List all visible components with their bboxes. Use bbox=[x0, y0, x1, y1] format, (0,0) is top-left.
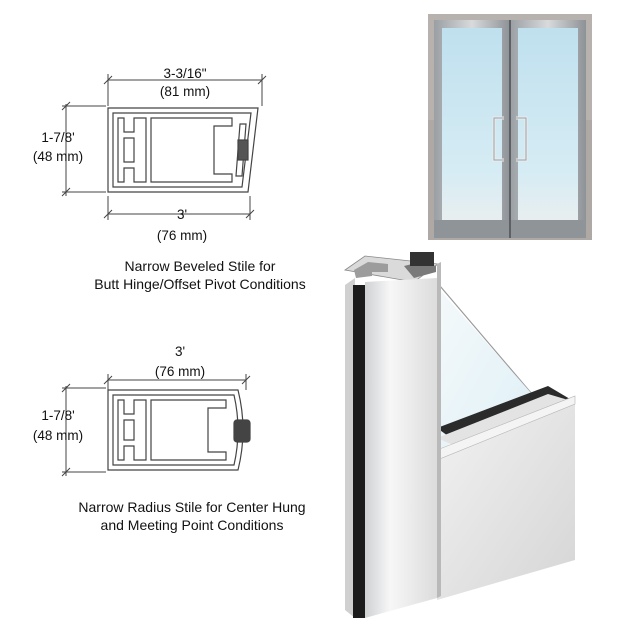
bottom-dimension-line bbox=[103, 196, 255, 220]
double-door-photo bbox=[428, 14, 592, 240]
top-dimension-label: 3' bbox=[175, 344, 185, 359]
radius-stile-profile bbox=[107, 389, 251, 471]
caption-line-2: and Meeting Point Conditions bbox=[101, 517, 284, 533]
left-door-glass bbox=[442, 28, 502, 220]
beveled-stile-diagram: 3-3/16" (81 mm) 1-7/8' (48 mm) bbox=[33, 66, 306, 292]
stile-gasket-strip bbox=[353, 285, 365, 618]
caption-line-1: Narrow Radius Stile for Center Hung bbox=[78, 499, 305, 515]
bottom-dimension-label: 3' bbox=[177, 207, 187, 222]
side-dimension-label: 1-7/8' bbox=[41, 408, 74, 423]
bottom-rail-face bbox=[437, 402, 575, 600]
bottom-dimension-mm-label: (76 mm) bbox=[157, 228, 207, 243]
beveled-stile-profile bbox=[107, 107, 259, 193]
side-dimension-mm-label: (48 mm) bbox=[33, 149, 83, 164]
top-gasket bbox=[410, 252, 434, 266]
top-dimension-line bbox=[103, 74, 267, 106]
side-dimension-mm-label: (48 mm) bbox=[33, 428, 83, 443]
glass-pane bbox=[440, 290, 532, 450]
side-dimension-line bbox=[61, 101, 106, 197]
top-dimension-line bbox=[103, 374, 251, 390]
side-dimension-line bbox=[61, 383, 106, 477]
glass-edge-line bbox=[439, 285, 533, 395]
stile-corner-render bbox=[343, 252, 576, 618]
stile-face bbox=[365, 278, 437, 618]
caption-line-2: Butt Hinge/Offset Pivot Conditions bbox=[94, 276, 305, 292]
top-dimension-mm-label: (76 mm) bbox=[155, 364, 205, 379]
side-dimension-label: 1-7/8' bbox=[41, 130, 74, 145]
top-dimension-mm-label: (81 mm) bbox=[160, 84, 210, 99]
top-dimension-label: 3-3/16" bbox=[163, 66, 206, 81]
caption-line-1: Narrow Beveled Stile for bbox=[125, 258, 276, 274]
radius-stile-diagram: 3' (76 mm) 1-7/8' (48 mm) Narrow Radius … bbox=[33, 344, 306, 533]
right-door-glass bbox=[518, 28, 578, 220]
